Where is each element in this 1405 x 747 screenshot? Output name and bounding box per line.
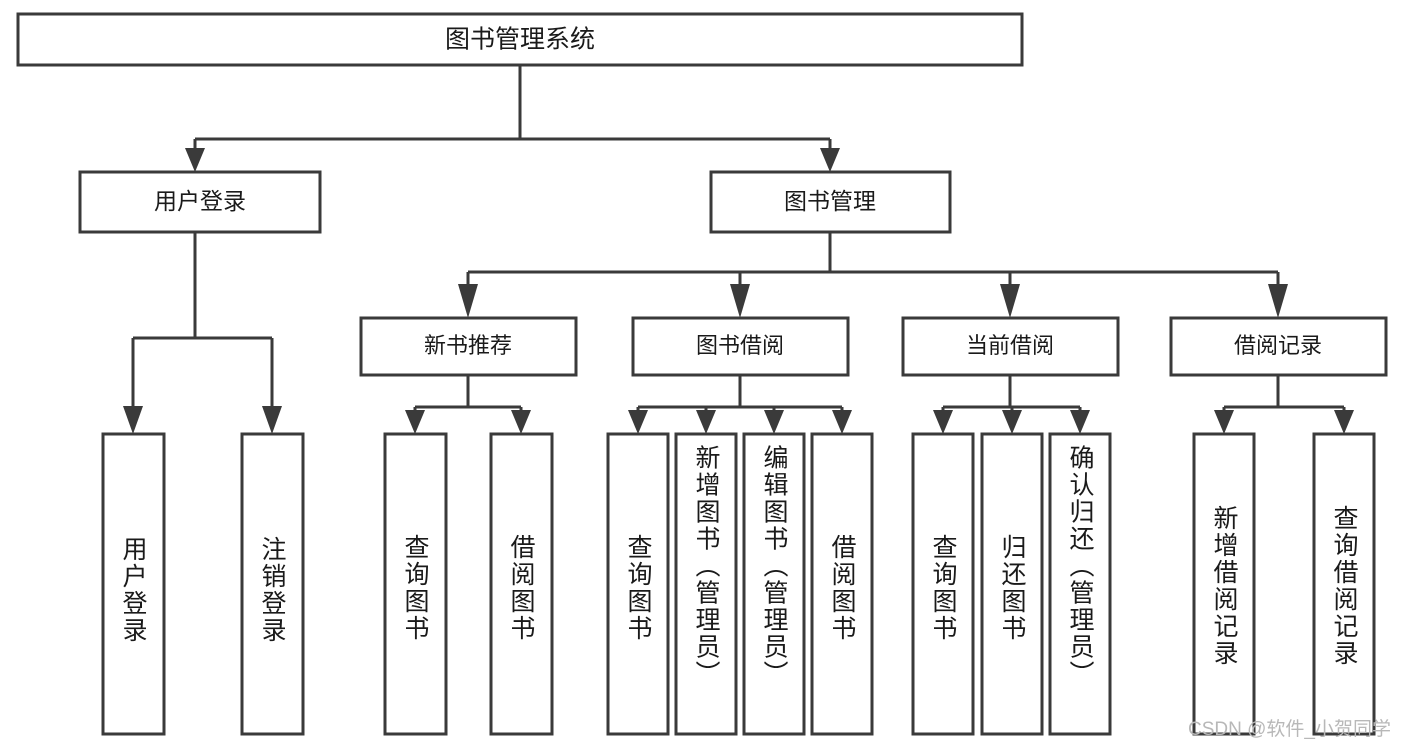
leaf-borrow-book-2[interactable]: 借阅图书 xyxy=(810,432,874,736)
arrow-head-leaf-borrow-book-1 xyxy=(511,410,531,434)
leaf-user-login-box[interactable] xyxy=(101,432,166,736)
csdn-watermark: CSDN @软件_小贺同学 xyxy=(1188,719,1391,740)
node-root-box[interactable] xyxy=(16,12,1024,67)
node-current-borrow-label: 当前借阅 xyxy=(966,333,1054,358)
node-user-login-box[interactable] xyxy=(78,170,322,234)
node-new-book-rec[interactable]: 新书推荐 xyxy=(359,316,578,377)
arrow-head-leaf-query-record xyxy=(1334,410,1354,434)
arrow-head-leaf-query-book-2 xyxy=(628,410,648,434)
node-borrow-record[interactable]: 借阅记录 xyxy=(1169,316,1388,377)
arrow-head-leaf-query-book-1 xyxy=(405,410,425,434)
leaf-confirm-return-box[interactable] xyxy=(1048,432,1112,736)
node-new-book-rec-box[interactable] xyxy=(359,316,578,377)
leaf-borrow-book-1-label: 借阅图书 xyxy=(507,534,536,642)
leaf-query-record-label: 查询借阅记录 xyxy=(1330,505,1359,667)
arrow-head-leaf-query-book-3 xyxy=(933,410,953,434)
leaf-return-book-label: 归还图书 xyxy=(998,534,1027,642)
node-book-manage-label: 图书管理 xyxy=(784,188,876,214)
leaf-query-book-1-box[interactable] xyxy=(383,432,448,736)
node-current-borrow[interactable]: 当前借阅 xyxy=(901,316,1120,377)
leaf-add-record-box[interactable] xyxy=(1192,432,1256,736)
arrow-head-leaf-add-book xyxy=(696,410,716,434)
arrow-head-current-borrow xyxy=(1000,284,1020,318)
arrow-head-leaf-return-book xyxy=(1002,410,1022,434)
node-book-borrow-box[interactable] xyxy=(631,316,850,377)
leaf-user-login[interactable]: 用户登录 xyxy=(101,432,166,736)
node-book-borrow-label: 图书借阅 xyxy=(696,333,784,358)
leaf-query-book-2-box[interactable] xyxy=(606,432,670,736)
leaf-borrow-book-2-label: 借阅图书 xyxy=(828,534,857,642)
arrow-head-user-login xyxy=(185,148,205,172)
leaf-user-logout[interactable]: 注销登录 xyxy=(240,432,305,736)
leaf-add-book-box[interactable] xyxy=(674,432,738,736)
connector-layer xyxy=(123,65,1354,434)
node-book-manage[interactable]: 图书管理 xyxy=(709,170,952,234)
node-current-borrow-box[interactable] xyxy=(901,316,1120,377)
node-book-manage-box[interactable] xyxy=(709,170,952,234)
leaf-borrow-book-2-box[interactable] xyxy=(810,432,874,736)
arrow-head-leaf-confirm-return xyxy=(1070,410,1090,434)
leaf-query-book-1-label: 查询图书 xyxy=(401,534,430,642)
leaf-return-book[interactable]: 归还图书 xyxy=(980,432,1044,736)
node-root-label: 图书管理系统 xyxy=(445,26,595,54)
arrow-head-leaf-add-record xyxy=(1214,410,1234,434)
arrow-head-borrow-record xyxy=(1268,284,1288,318)
arrow-head-new-book-rec xyxy=(458,284,478,318)
node-borrow-record-box[interactable] xyxy=(1169,316,1388,377)
leaf-user-logout-box[interactable] xyxy=(240,432,305,736)
leaf-query-record-box[interactable] xyxy=(1312,432,1376,736)
leaf-query-book-3-label: 查询图书 xyxy=(929,534,958,642)
arrow-head-book-borrow xyxy=(730,284,750,318)
arrow-head-leaf-user-login xyxy=(123,406,143,434)
leaf-query-book-3[interactable]: 查询图书 xyxy=(911,432,975,736)
leaf-query-book-3-box[interactable] xyxy=(911,432,975,736)
node-user-login-label: 用户登录 xyxy=(154,188,246,214)
leaf-query-book-2[interactable]: 查询图书 xyxy=(606,432,670,736)
leaf-edit-book-label: 编辑图书（管理员） xyxy=(760,445,789,688)
node-book-borrow[interactable]: 图书借阅 xyxy=(631,316,850,377)
leaf-add-book-label: 新增图书（管理员） xyxy=(692,445,721,688)
leaf-add-record[interactable]: 新增借阅记录 xyxy=(1192,432,1256,736)
leaf-edit-book[interactable]: 编辑图书（管理员） xyxy=(742,432,806,736)
leaf-user-logout-label: 注销登录 xyxy=(258,536,287,644)
arrow-head-leaf-user-logout xyxy=(262,406,282,434)
leaf-query-book-1[interactable]: 查询图书 xyxy=(383,432,448,736)
node-new-book-rec-label: 新书推荐 xyxy=(424,333,512,358)
arrow-head-book-manage xyxy=(820,148,840,172)
leaf-return-book-box[interactable] xyxy=(980,432,1044,736)
leaf-query-record[interactable]: 查询借阅记录 xyxy=(1312,432,1376,736)
arrow-head-leaf-borrow-book-2 xyxy=(832,410,852,434)
leaf-add-record-label: 新增借阅记录 xyxy=(1210,505,1239,667)
leaf-borrow-book-1-box[interactable] xyxy=(489,432,554,736)
node-user-login[interactable]: 用户登录 xyxy=(78,170,322,234)
leaf-confirm-return[interactable]: 确认归还（管理员） xyxy=(1048,432,1112,736)
leaf-confirm-return-label: 确认归还（管理员） xyxy=(1066,445,1095,688)
leaf-borrow-book-1[interactable]: 借阅图书 xyxy=(489,432,554,736)
leaf-query-book-2-label: 查询图书 xyxy=(624,534,653,642)
leaf-edit-book-box[interactable] xyxy=(742,432,806,736)
node-root[interactable]: 图书管理系统 xyxy=(16,12,1024,67)
leaf-user-login-label: 用户登录 xyxy=(119,536,148,644)
node-borrow-record-label: 借阅记录 xyxy=(1234,333,1322,358)
leaf-add-book[interactable]: 新增图书（管理员） xyxy=(674,432,738,736)
arrow-head-leaf-edit-book xyxy=(764,410,784,434)
